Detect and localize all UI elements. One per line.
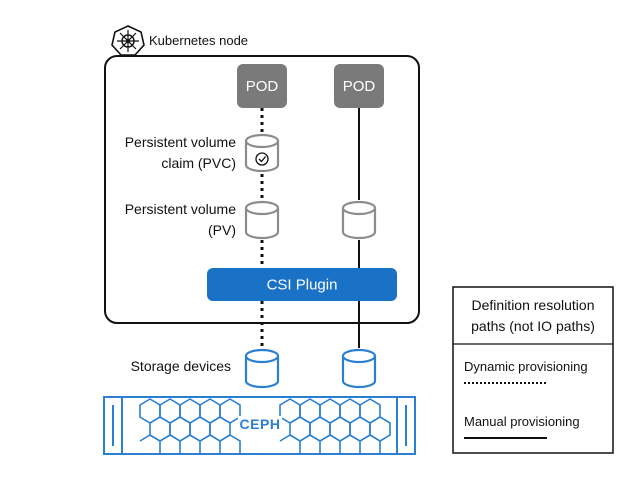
legend-title-line1: Definition resolution	[472, 297, 595, 313]
hexagon-pattern	[139, 398, 391, 453]
ceph-storage-rack: CEPH	[103, 396, 416, 455]
storage-cylinder-right-icon	[341, 348, 377, 389]
storage-devices-label: Storage devices	[131, 358, 231, 374]
pv-cylinder-right-icon	[341, 200, 377, 240]
csi-plugin-bar: CSI Plugin	[207, 268, 397, 301]
legend-manual-label: Manual provisioning	[464, 414, 580, 429]
pod-left-label: POD	[246, 78, 279, 95]
legend-box: Definition resolution paths (not IO path…	[452, 286, 614, 454]
pvc-label-line1: Persistent volume	[125, 134, 236, 150]
pod-right: POD	[334, 64, 384, 108]
pod-right-label: POD	[343, 78, 376, 95]
pv-cylinder-left-icon	[244, 200, 280, 240]
legend-dynamic-label: Dynamic provisioning	[464, 359, 588, 374]
node-title: Kubernetes node	[149, 33, 248, 48]
pvc-cylinder-icon	[244, 133, 280, 173]
storage-cylinder-left-icon	[244, 348, 280, 389]
pod-left: POD	[237, 64, 287, 108]
pv-label-line1: Persistent volume	[125, 201, 236, 217]
pvc-label-line2: claim (PVC)	[161, 155, 236, 171]
csi-plugin-label: CSI Plugin	[267, 277, 338, 294]
kubernetes-icon	[111, 25, 145, 56]
check-icon	[255, 152, 269, 166]
legend-title-line2: paths (not IO paths)	[471, 318, 595, 334]
ceph-label: CEPH	[240, 416, 281, 432]
pv-label-line2: (PV)	[208, 222, 236, 238]
